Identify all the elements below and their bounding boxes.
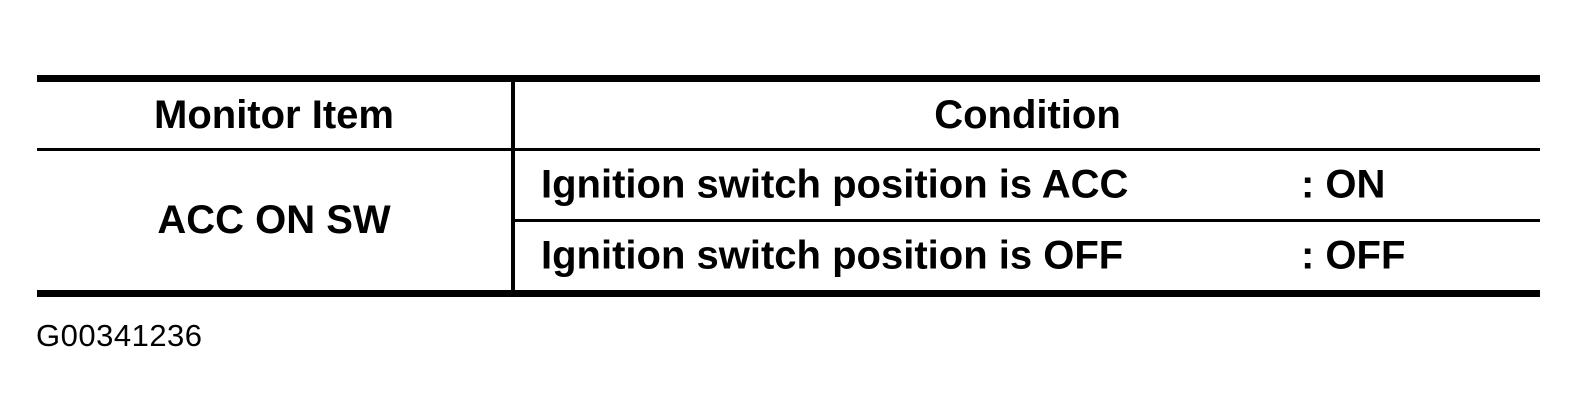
condition-text: Ignition switch position is ACC [541,162,1129,207]
condition-text: Ignition switch position is OFF [541,233,1124,278]
monitor-item-cell: ACC ON SW [37,151,515,290]
header-monitor-item: Monitor Item [37,82,515,148]
condition-value: : OFF [1301,233,1406,278]
condition-column: Ignition switch position is ACC : ON Ign… [515,151,1540,290]
monitor-item-table: Monitor Item Condition ACC ON SW Ignitio… [37,75,1540,297]
condition-value: : ON [1301,162,1386,207]
header-condition: Condition [934,92,1121,137]
condition-row: Ignition switch position is ACC : ON [515,151,1540,222]
table-body: ACC ON SW Ignition switch position is AC… [37,151,1540,290]
table-header-row: Monitor Item Condition [37,82,1540,151]
condition-row: Ignition switch position is OFF : OFF [515,222,1540,290]
figure-id: G00341236 [36,318,203,353]
